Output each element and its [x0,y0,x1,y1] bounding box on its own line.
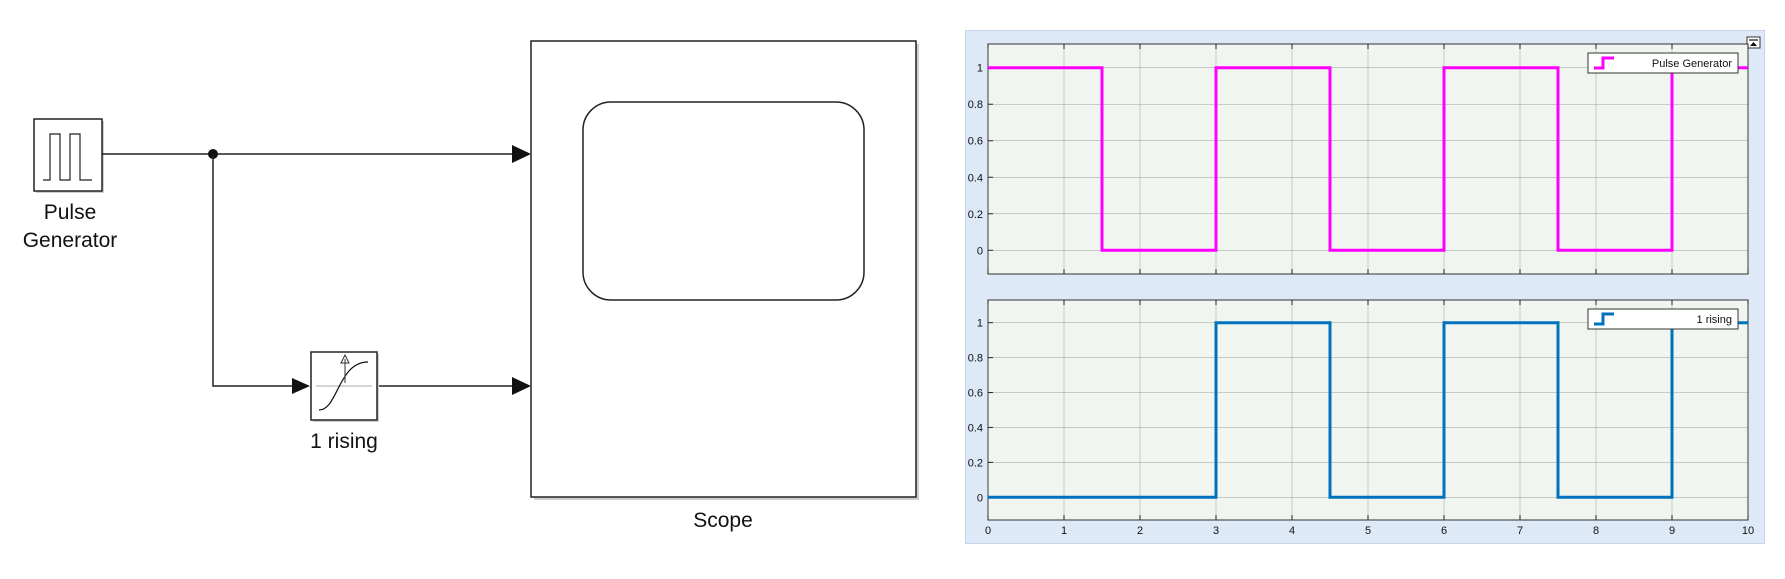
legend-box [1587,52,1739,74]
legend: 1 rising [1587,308,1739,330]
y-tick-label: 0.6 [968,388,983,400]
y-tick-label: 0.4 [968,172,983,184]
arrow-into-scope-2 [512,377,531,395]
scope-block[interactable] [530,40,919,500]
x-tick-label: 5 [1365,525,1371,537]
legend: Pulse Generator [1587,52,1739,74]
y-tick-label: 0.6 [968,136,983,148]
rising-edge-block[interactable] [310,351,379,422]
y-tick-label: 0.8 [968,99,983,111]
legend-step-icon [1594,56,1614,70]
y-tick-label: 0.8 [968,353,983,365]
y-tick-label: 0 [977,492,983,504]
x-tick-label: 2 [1137,525,1143,537]
pulse-generator-block[interactable] [33,118,104,193]
sigmoid-curve-icon [318,361,369,411]
y-tick-label: 0.4 [968,422,983,434]
pulse-generator-box [33,118,103,192]
arrow-into-rising [292,378,310,394]
arrow-up-icon [340,353,350,364]
x-tick-label: 8 [1593,525,1599,537]
scope-viewer: 0 0.2 0.4 0.6 0.8 1 Pulse Generator 0 0.2 0.4 0.6… [965,30,1765,544]
pulse-wave-icon [43,133,92,181]
undock-icon [1749,39,1758,46]
y-tick-label: 0.2 [968,209,983,221]
pulse-generator-label-line2: Generator [23,229,118,252]
rising-block-label: 1 rising [310,430,378,453]
scope-block-label: Scope [693,509,753,532]
scope-screen-icon [582,101,865,301]
y-tick-label: 0 [977,245,983,257]
series-line [988,66,1748,252]
series-line [988,321,1748,499]
x-tick-label: 1 [1061,525,1067,537]
y-tick-label: 1 [977,63,983,75]
x-tick-label: 9 [1669,525,1675,537]
undock-button[interactable] [1746,36,1761,49]
x-tick-label: 6 [1441,525,1447,537]
legend-step-icon [1594,312,1614,326]
pulse-generator-label-line1: Pulse [44,201,97,224]
x-tick-label: 3 [1213,525,1219,537]
legend-box [1587,308,1739,330]
x-tick-label: 10 [1742,525,1754,537]
x-tick-label: 7 [1517,525,1523,537]
plot-pulse-generator[interactable]: 0 0.2 0.4 0.6 0.8 1 Pulse Generator [968,43,1749,275]
x-tick-label: 0 [985,525,991,537]
signal-line-branch[interactable] [212,154,292,387]
y-tick-label: 0.2 [968,457,983,469]
x-tick-label: 4 [1289,525,1295,537]
y-tick-label: 1 [977,318,983,330]
legend-label: 1 rising [1697,314,1732,326]
block-diagram: Pulse Generator 1 rising Scope [23,40,919,532]
scope-plots: 0 0.2 0.4 0.6 0.8 1 Pulse Generator 0 0.2 0.4 0.6… [968,36,1761,537]
arrow-into-scope-1 [512,145,531,163]
legend-label: Pulse Generator [1652,58,1732,70]
